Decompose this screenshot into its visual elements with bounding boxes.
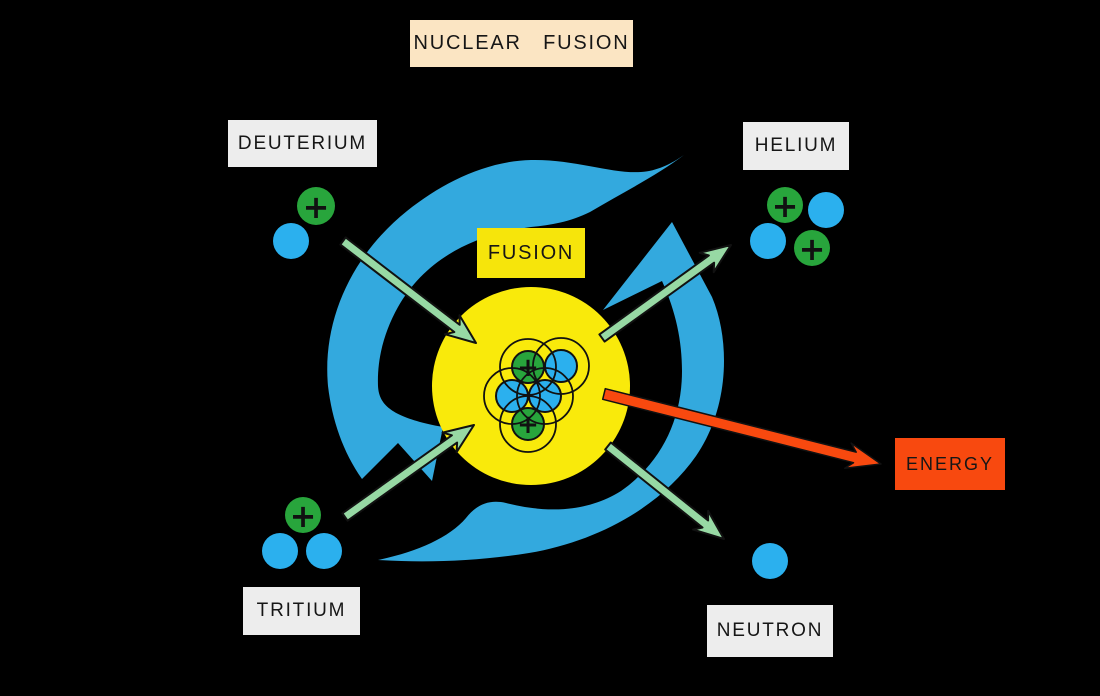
energy-label-box: ENERGY <box>895 438 1005 490</box>
deuterium-label-box: DEUTERIUM <box>228 120 377 167</box>
deuterium-atom: + <box>273 187 335 259</box>
proton-particle <box>297 187 335 225</box>
fusion-label: FUSION <box>487 241 575 264</box>
helium-label-box: HELIUM <box>743 122 849 170</box>
tritium-label: TRITIUM <box>256 600 347 621</box>
deuterium-to-fusion-arrow-icon <box>339 236 477 344</box>
proton-particle <box>767 187 803 223</box>
neutron-particle <box>262 533 298 569</box>
fusion-to-helium-arrow-icon <box>598 244 732 343</box>
proton-plus-icon: + <box>772 187 799 225</box>
tritium-atom: + <box>262 497 342 569</box>
energy-label: ENERGY <box>905 453 995 474</box>
nucleon-shell-outline <box>532 337 590 395</box>
fusion-core-circle <box>432 287 630 485</box>
proton-particle <box>285 497 321 533</box>
fusion-cycle-arrow-bottom-icon <box>378 222 724 562</box>
neutron-label-box: NEUTRON <box>707 605 833 657</box>
nucleon-shell-outline <box>499 395 557 453</box>
proton-plus-icon: + <box>799 230 826 268</box>
fusing-nucleus: + + <box>483 337 590 453</box>
fusion-label-box: FUSION <box>477 228 585 278</box>
tritium-label-box: TRITIUM <box>243 587 360 635</box>
fusion-cycle-arrow-top-icon <box>327 155 684 481</box>
nucleon-shell-outline <box>483 367 541 425</box>
helium-label: HELIUM <box>754 135 838 156</box>
free-neutron-particle <box>752 543 788 579</box>
diagram-title: NUCLEAR FUSION <box>413 32 630 54</box>
title-box: NUCLEAR FUSION <box>410 20 633 67</box>
fusion-to-energy-arrow-icon <box>601 387 882 470</box>
neutron-particle <box>273 223 309 259</box>
neutron-label: NEUTRON <box>716 620 824 641</box>
neutron-particle <box>808 192 844 228</box>
nucleus-proton-particle <box>511 350 545 384</box>
nucleus-neutron-particle <box>544 349 578 383</box>
proton-plus-icon: + <box>303 188 330 226</box>
deuterium-label: DEUTERIUM <box>237 132 368 154</box>
nucleon-shell-outline <box>516 367 574 425</box>
proton-plus-icon: + <box>517 353 539 383</box>
proton-plus-icon: + <box>290 497 317 535</box>
fusion-to-neutron-arrow-icon <box>604 441 725 540</box>
nucleon-shell-outline <box>499 338 557 396</box>
tritium-to-fusion-arrow-icon <box>341 424 475 522</box>
helium-atom: + + <box>750 187 844 268</box>
neutron-particle <box>750 223 786 259</box>
neutron-particle <box>306 533 342 569</box>
proton-particle <box>794 230 830 266</box>
proton-plus-icon: + <box>517 410 539 440</box>
